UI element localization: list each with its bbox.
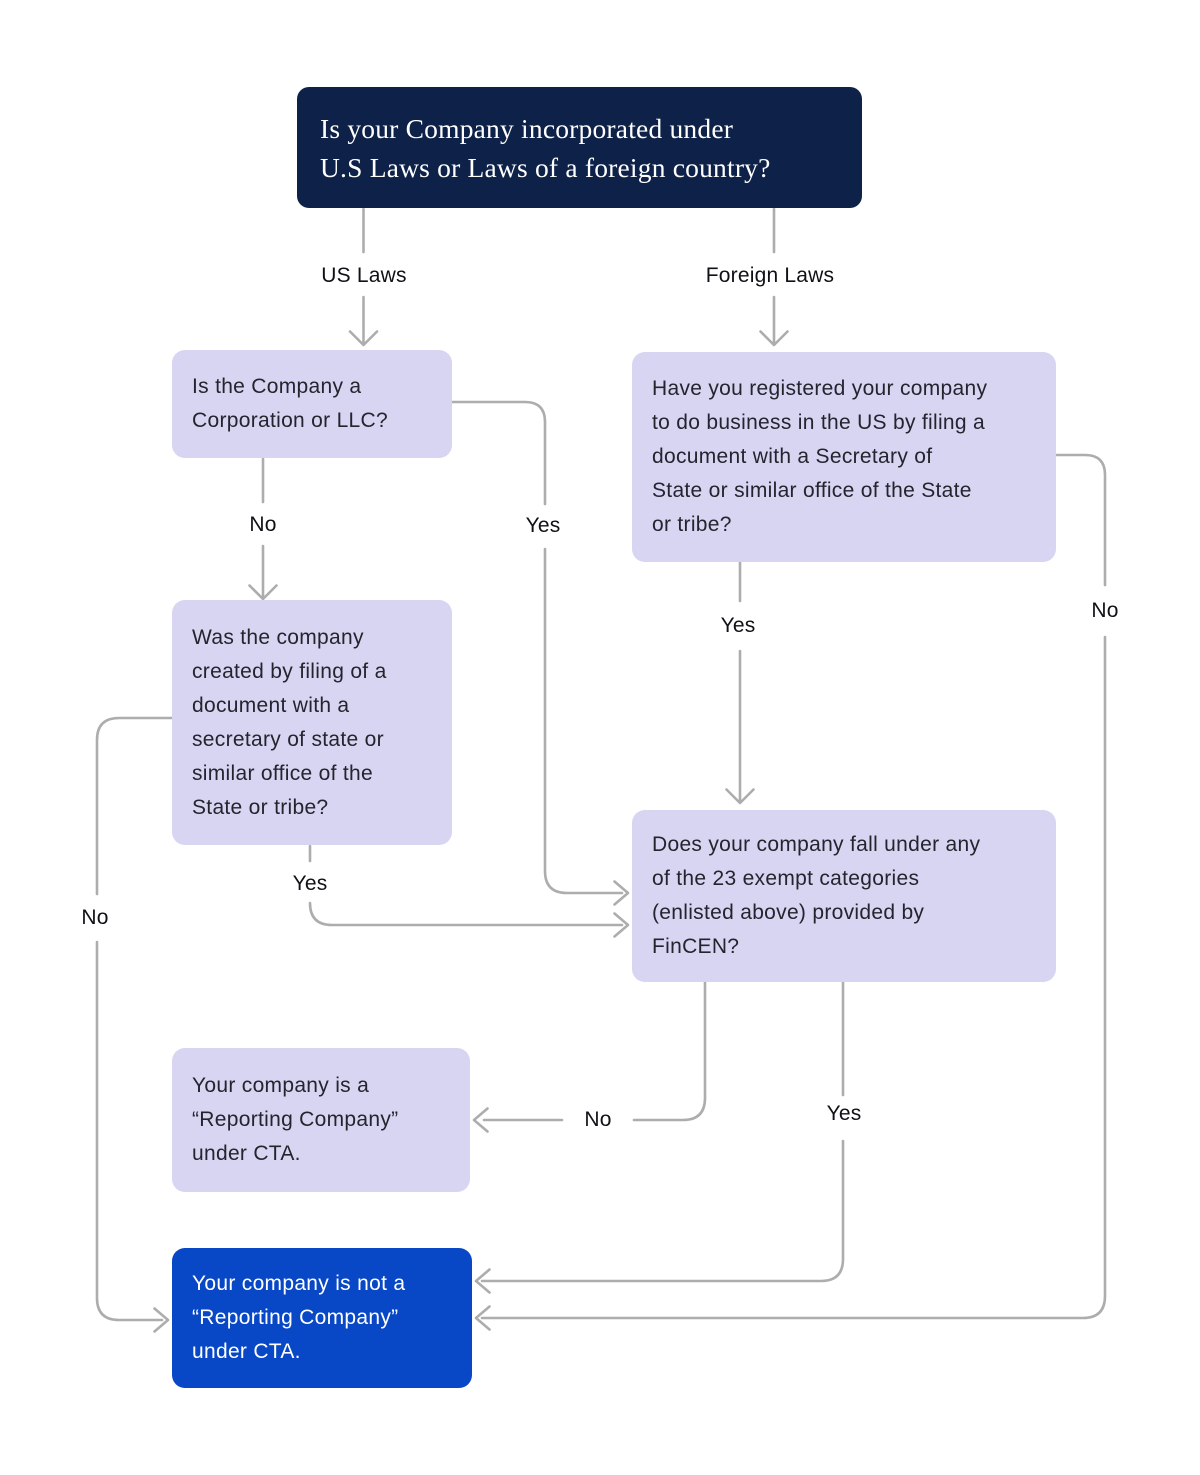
edge-label-corp-no: No — [244, 512, 282, 538]
edge-registered-no — [474, 453, 1107, 1331]
node-root-question: Is your Company incorporated under U.S L… — [297, 87, 862, 208]
edge-corp-yes — [450, 400, 630, 906]
edge-registered-yes — [725, 560, 755, 805]
edge-label-foreign-laws: Foreign Laws — [700, 263, 840, 289]
edge-label-exempt-yes: Yes — [821, 1101, 867, 1127]
node-not-reporting-company: Your company is not a “Reporting Company… — [172, 1248, 472, 1388]
edge-label-created-yes: Yes — [287, 871, 333, 897]
node-exempt-categories: Does your company fall under any of the … — [632, 810, 1056, 982]
edge-created-no — [95, 716, 174, 1333]
edge-label-exempt-no: No — [579, 1107, 617, 1133]
edge-label-registered-yes: Yes — [715, 613, 761, 639]
node-created-by-filing: Was the company created by filing of a d… — [172, 600, 452, 845]
edge-root-foreign-laws — [759, 207, 789, 347]
edge-label-corp-yes: Yes — [520, 513, 566, 539]
edge-created-yes — [308, 844, 630, 938]
edge-label-us-laws: US Laws — [316, 263, 412, 289]
edge-label-created-no: No — [76, 905, 114, 931]
node-corporation-or-llc: Is the Company a Corporation or LLC? — [172, 350, 452, 458]
edge-root-us-laws — [348, 207, 379, 347]
edge-corp-no — [248, 457, 278, 601]
edge-label-registered-no: No — [1086, 598, 1124, 624]
node-registered-in-us: Have you registered your company to do b… — [632, 352, 1056, 562]
node-reporting-company: Your company is a “Reporting Company” un… — [172, 1048, 470, 1192]
edge-exempt-no — [472, 980, 707, 1133]
edge-exempt-yes — [474, 980, 845, 1294]
